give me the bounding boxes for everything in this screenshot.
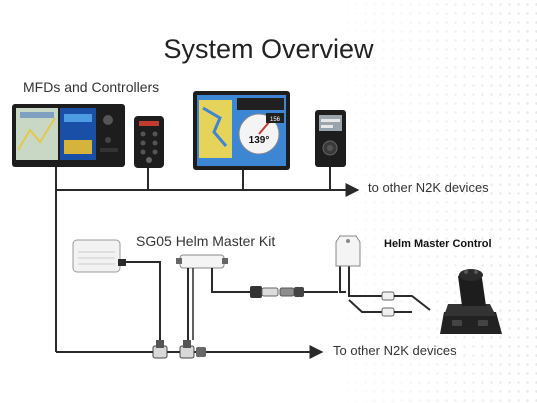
- page-title: System Overview: [163, 34, 374, 64]
- helm-master-interface-module: [176, 254, 250, 352]
- mfd-left-device: [12, 104, 125, 167]
- helm-control-label: Helm Master Control: [384, 238, 492, 250]
- mfd-center-device: 139° 156: [193, 91, 290, 170]
- helm-master-joystick: [440, 269, 502, 334]
- sg05-module-device: [72, 239, 161, 352]
- helm-adapter-box: [335, 235, 361, 267]
- dot-pattern-background: [307, 0, 537, 403]
- sg05-kit-label: SG05 Helm Master Kit: [136, 233, 276, 249]
- t-connectors: [152, 340, 206, 359]
- n2k-top-label: to other N2K devices: [368, 180, 489, 195]
- small-display-device: [315, 110, 346, 167]
- n2k-bottom-label: To other N2K devices: [333, 343, 457, 358]
- remote-controller-device: [134, 116, 164, 168]
- mfd-heading-readout: 139°: [249, 135, 270, 146]
- helm-cable-assembly: [250, 264, 431, 317]
- mfd-controllers-label: MFDs and Controllers: [23, 79, 160, 95]
- n2k-backbone-top: [55, 166, 360, 352]
- mfd-small-readout: 156: [270, 117, 281, 123]
